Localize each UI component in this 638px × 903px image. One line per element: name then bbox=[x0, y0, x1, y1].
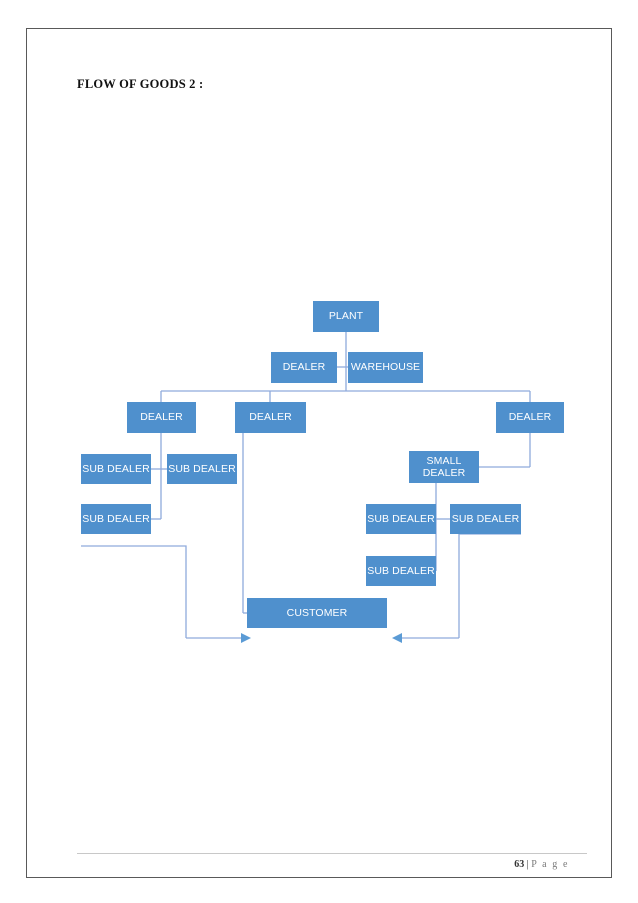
connector-right-return-path bbox=[458, 533, 521, 638]
node-plant[interactable]: PLANT bbox=[313, 301, 379, 332]
node-customer[interactable]: CUSTOMER bbox=[247, 598, 387, 628]
arrowhead-left-to-customer bbox=[241, 633, 251, 643]
node-sub-dealer-left-1a[interactable]: SUB DEALER bbox=[81, 454, 151, 484]
node-dealer-mid[interactable]: DEALER bbox=[235, 402, 306, 433]
node-dealer-right[interactable]: DEALER bbox=[496, 402, 564, 433]
connector-left-return-path bbox=[81, 545, 187, 638]
node-sub-dealer-left-2a[interactable]: SUB DEALER bbox=[81, 504, 151, 534]
node-sub-dealer-right-1a[interactable]: SUB DEALER bbox=[366, 504, 436, 534]
document-page: FLOW OF GOODS 2 : bbox=[26, 28, 612, 878]
flow-of-goods-diagram: PLANT DEALER WAREHOUSE DEALER DEALER DEA… bbox=[27, 29, 613, 879]
node-sub-dealer-left-1b[interactable]: SUB DEALER bbox=[167, 454, 237, 484]
footer-divider bbox=[77, 853, 587, 854]
node-warehouse[interactable]: WAREHOUSE bbox=[348, 352, 423, 383]
arrowhead-right-to-customer bbox=[392, 633, 402, 643]
footer-page-word: P a g e bbox=[531, 859, 569, 870]
page-title: FLOW OF GOODS 2 : bbox=[77, 77, 204, 91]
footer-page-number: 63 bbox=[514, 859, 525, 870]
node-sub-dealer-right-2a[interactable]: SUB DEALER bbox=[366, 556, 436, 586]
node-sub-dealer-right-1b[interactable]: SUB DEALER bbox=[450, 504, 521, 534]
node-dealer-left[interactable]: DEALER bbox=[127, 402, 196, 433]
diagram-connectors bbox=[81, 332, 531, 643]
footer-separator: | bbox=[526, 859, 529, 870]
node-dealer-l2[interactable]: DEALER bbox=[271, 352, 337, 383]
page-footer: 63 | P a g e bbox=[514, 859, 569, 870]
node-small-dealer[interactable]: SMALL DEALER bbox=[409, 451, 479, 483]
arrowheads bbox=[241, 633, 402, 643]
